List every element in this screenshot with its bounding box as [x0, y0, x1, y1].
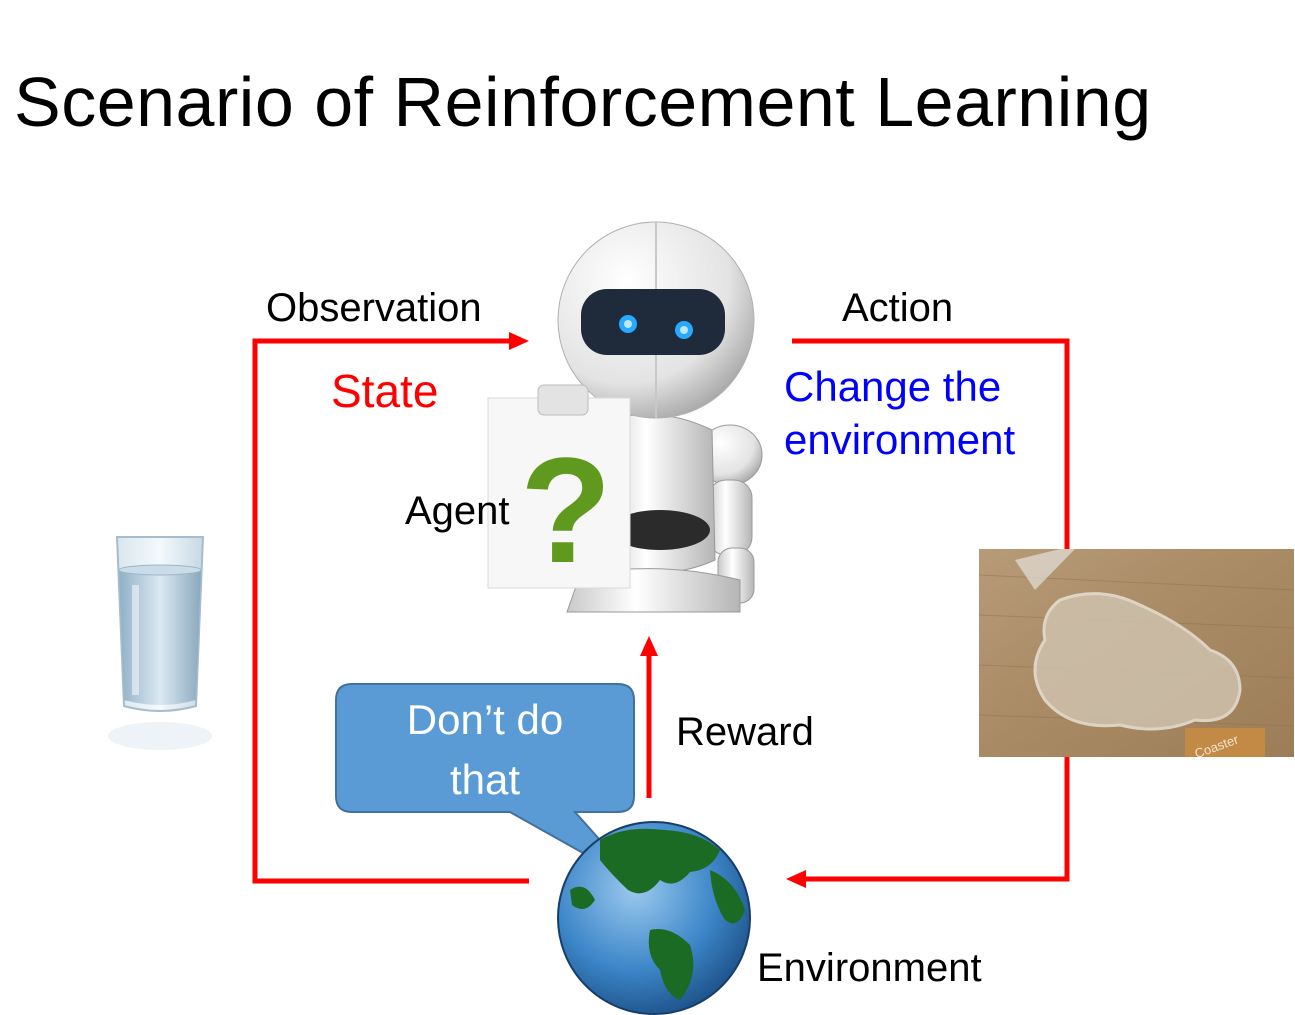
agent-label: Agent — [405, 489, 510, 533]
change-line-2: environment — [784, 416, 1016, 463]
question-mark-icon: ? — [520, 426, 612, 594]
robot-agent-image: ? — [487, 221, 763, 613]
bubble-line-2: that — [449, 756, 521, 803]
environment-label: Environment — [757, 946, 982, 990]
observation-label: Observation — [266, 286, 482, 330]
reward-label: Reward — [676, 710, 814, 754]
observation-arrowhead — [509, 332, 529, 350]
state-label: State — [331, 365, 439, 417]
observation-arrow-line — [252, 338, 529, 884]
action-arrowhead — [786, 870, 806, 888]
globe-environment-image — [557, 821, 751, 1015]
reward-arrowhead — [640, 636, 658, 656]
bubble-line-1: Don’t do — [406, 696, 564, 743]
glass-of-water-image — [108, 536, 212, 750]
action-label: Action — [842, 286, 954, 330]
change-environment-label: Change the environment — [784, 360, 1015, 466]
spilled-water-image: Coaster — [978, 549, 1295, 761]
slide-title: Scenario of Reinforcement Learning — [14, 63, 1152, 141]
change-line-1: Change the — [784, 363, 1002, 410]
speech-bubble-text: Don’t do that — [340, 690, 630, 810]
